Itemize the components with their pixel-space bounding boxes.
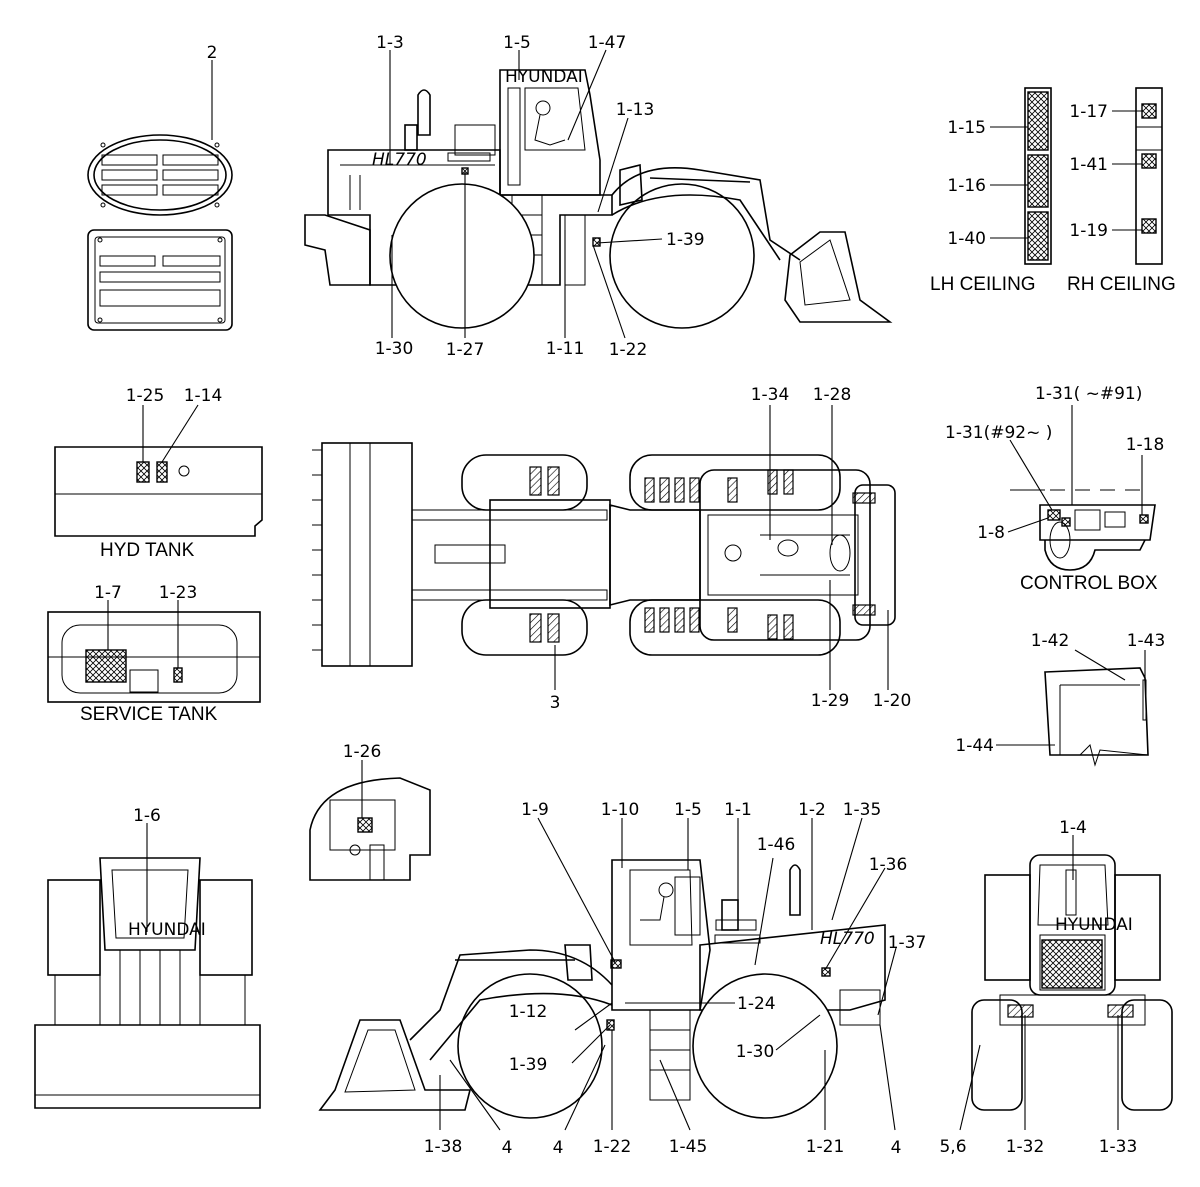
callout-1-38: 1-38	[424, 1137, 463, 1157]
callout-1-18: 1-18	[1126, 435, 1165, 455]
caption-service-tank: SERVICE TANK	[80, 704, 218, 725]
callout-labels: 2 1-3 1-5 1-47 1-13 1-39 1-30 1-27 1-11 …	[94, 33, 1165, 1158]
detail-1-26-figure	[309, 760, 431, 881]
callout-1-14: 1-14	[184, 386, 223, 406]
callout-1-16: 1-16	[947, 176, 986, 196]
callout-1-25: 1-25	[126, 386, 165, 406]
callout-1-4: 1-4	[1059, 818, 1087, 838]
callout-1-21: 1-21	[806, 1137, 845, 1157]
callout-1-39-top: 1-39	[666, 230, 705, 250]
caption-lh-ceiling: LH CEILING	[930, 274, 1036, 295]
callout-1-24: 1-24	[737, 994, 776, 1014]
callout-1-35: 1-35	[843, 800, 882, 820]
svg-text:HYUNDAI: HYUNDAI	[505, 67, 583, 87]
callout-1-31-early: 1-31( ~#91)	[1035, 384, 1142, 404]
model-decal-text: HL770	[372, 150, 427, 170]
caption-control-box: CONTROL BOX	[1020, 573, 1158, 594]
callout-1-22-bottom: 1-22	[593, 1137, 632, 1157]
callout-1-47: 1-47	[588, 33, 627, 53]
callout-5-6: 5,6	[939, 1137, 966, 1157]
caption-hyd-tank: HYD TANK	[100, 540, 195, 561]
callout-1-10: 1-10	[601, 800, 640, 820]
brand-decal-rear: HYUNDAI	[1055, 915, 1133, 935]
callout-1-36: 1-36	[869, 855, 908, 875]
callout-1-23: 1-23	[159, 583, 198, 603]
rear-view: HYUNDAI	[959, 835, 1173, 1131]
callout-1-43: 1-43	[1127, 631, 1166, 651]
callout-1-1: 1-1	[724, 800, 752, 820]
callout-1-19: 1-19	[1069, 221, 1108, 241]
callout-1-41: 1-41	[1069, 155, 1108, 175]
callout-1-37: 1-37	[888, 933, 927, 953]
callout-1-44: 1-44	[955, 736, 994, 756]
callout-1-39-bottom: 1-39	[509, 1055, 548, 1075]
side-view-right: HYUNDAI HL770	[304, 49, 893, 339]
brand-decal-front: HYUNDAI	[128, 920, 206, 940]
callout-1-26: 1-26	[343, 742, 382, 762]
callout-1-20: 1-20	[873, 691, 912, 711]
callout-1-30-bottom: 1-30	[736, 1042, 775, 1062]
door-panel-figure	[996, 649, 1149, 767]
callout-1-42: 1-42	[1031, 631, 1070, 651]
callout-1-6: 1-6	[133, 806, 161, 826]
callout-1-32: 1-32	[1006, 1137, 1045, 1157]
callout-1-33: 1-33	[1099, 1137, 1138, 1157]
callout-1-8: 1-8	[977, 523, 1005, 543]
callout-1-5-top: 1-5	[503, 33, 531, 53]
callout-2: 2	[207, 43, 218, 63]
callout-1-34: 1-34	[751, 385, 790, 405]
front-view: HYUNDAI	[34, 823, 261, 1109]
callout-1-7: 1-7	[94, 583, 122, 603]
callout-1-15: 1-15	[947, 118, 986, 138]
caption-rh-ceiling: RH CEILING	[1067, 274, 1176, 295]
callout-1-22-top: 1-22	[609, 340, 648, 360]
callout-4-a: 4	[502, 1138, 513, 1158]
callout-1-3: 1-3	[376, 33, 404, 53]
callout-1-5-bottom: 1-5	[674, 800, 702, 820]
callout-1-2: 1-2	[798, 800, 826, 820]
callout-3: 3	[550, 693, 561, 713]
model-decal-lh: HL770	[820, 929, 875, 949]
callout-1-11: 1-11	[546, 339, 585, 359]
callout-1-31-late: 1-31(#92~ )	[945, 423, 1052, 443]
callout-4-c: 4	[891, 1138, 902, 1158]
callout-1-28: 1-28	[813, 385, 852, 405]
control-box-figure	[1007, 405, 1156, 571]
callout-1-13: 1-13	[616, 100, 655, 120]
callout-1-46: 1-46	[757, 835, 796, 855]
service-tank-figure	[47, 600, 261, 703]
callout-1-9: 1-9	[521, 800, 549, 820]
name-plate-figure	[87, 60, 233, 331]
callout-4-b: 4	[553, 1138, 564, 1158]
callout-1-17: 1-17	[1069, 102, 1108, 122]
callout-1-12: 1-12	[509, 1002, 548, 1022]
callout-1-40: 1-40	[947, 229, 986, 249]
callout-1-27: 1-27	[446, 340, 485, 360]
callout-1-30-top: 1-30	[375, 339, 414, 359]
top-view	[312, 405, 896, 690]
callout-1-29: 1-29	[811, 691, 850, 711]
callout-1-45: 1-45	[669, 1137, 708, 1157]
side-view-left: HL770	[318, 817, 897, 1131]
ceiling-panels	[990, 87, 1163, 265]
hyd-tank-figure	[54, 404, 263, 537]
